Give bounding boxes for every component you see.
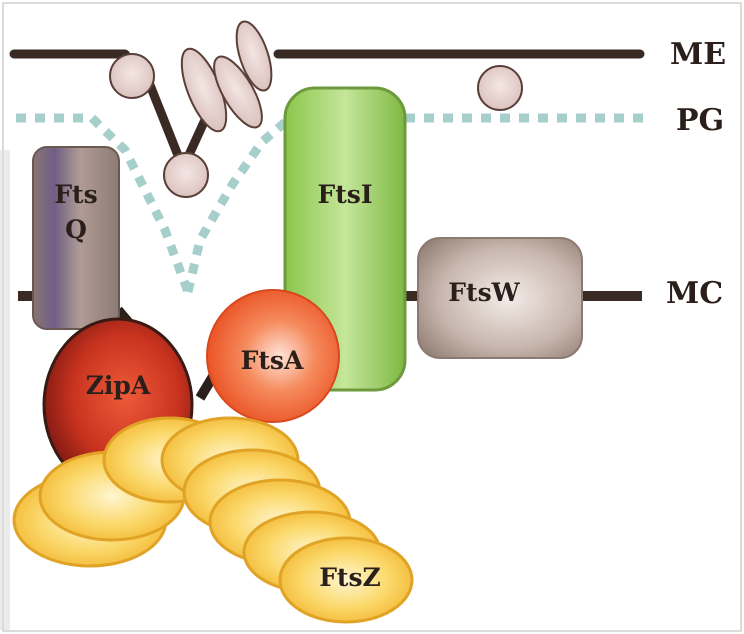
lipoprotein-circle-3	[478, 66, 522, 110]
ftsq-protein: Fts Q	[33, 147, 119, 329]
ftsz-label: FtsZ	[319, 563, 381, 592]
ftsq-label-line1: Fts	[54, 180, 97, 209]
ftsi-label: FtsI	[317, 180, 372, 209]
lipoprotein-circle-1	[110, 54, 154, 98]
zipa-label: ZipA	[86, 371, 151, 400]
lipoprotein-circle-2	[164, 153, 208, 197]
ftsa-label: FtsA	[241, 346, 304, 375]
ftsw-protein: FtsW	[418, 238, 582, 358]
left-edge-shadow	[0, 150, 10, 630]
ftsq-label-line2: Q	[65, 215, 87, 244]
mc-label: MC	[666, 276, 723, 311]
me-label: ME	[670, 37, 726, 72]
ftsw-label: FtsW	[448, 278, 520, 307]
ftsa-protein: FtsA	[207, 290, 339, 422]
pg-label: PG	[676, 103, 724, 138]
